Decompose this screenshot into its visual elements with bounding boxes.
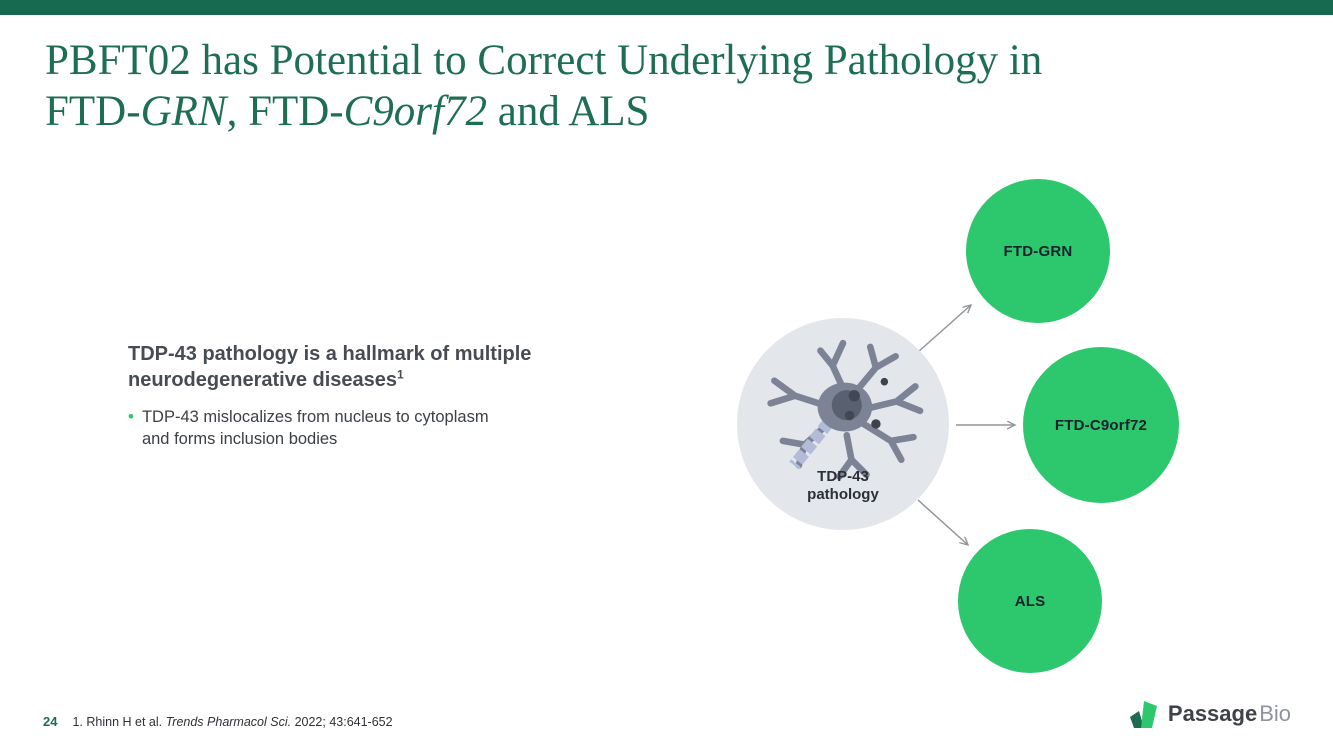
node-als: ALS bbox=[958, 529, 1102, 673]
node-als-label: ALS bbox=[1014, 592, 1046, 610]
slide-title: PBFT02 has Potential to Correct Underlyi… bbox=[45, 36, 1285, 137]
top-accent-bar bbox=[0, 0, 1333, 15]
bullet-item: • TDP-43 mislocalizes from nucleus to cy… bbox=[128, 406, 648, 451]
arrow-to-als bbox=[917, 499, 968, 545]
footnote: 1. Rhinn H et al. Trends Pharmacol Sci. … bbox=[72, 715, 393, 729]
logo-wordmark: PassageBio bbox=[1167, 701, 1291, 726]
node-ftd-c9orf72: FTD-C9orf72 bbox=[1023, 347, 1179, 503]
microglia-neuron-icon bbox=[767, 339, 924, 480]
tdp43-pathology-node: TDP-43 pathology bbox=[737, 318, 949, 530]
source-node-label: TDP-43 pathology bbox=[807, 468, 879, 503]
bullet-icon: • bbox=[128, 407, 134, 426]
section-heading: TDP-43 pathology is a hallmark of multip… bbox=[128, 343, 532, 391]
footnote-marker: 1 bbox=[397, 367, 404, 382]
node-ftd-grn: FTD-GRN bbox=[966, 179, 1110, 323]
bullet-text: TDP-43 mislocalizes from nucleus to cyto… bbox=[141, 408, 489, 449]
left-text-block: TDP-43 pathology is a hallmark of multip… bbox=[128, 341, 648, 451]
title-line-2: FTD-GRN, FTD-C9orf72 and ALS bbox=[45, 87, 650, 135]
passage-bio-logo: PassageBio bbox=[1129, 699, 1291, 729]
node-ftd-c9orf72-label: FTD-C9orf72 bbox=[1054, 416, 1148, 434]
node-ftd-grn-label: FTD-GRN bbox=[1003, 242, 1073, 260]
page-number: 24 bbox=[43, 714, 58, 729]
passage-bio-logo-icon bbox=[1129, 701, 1157, 728]
slide-footer: 24 1. Rhinn H et al. Trends Pharmacol Sc… bbox=[43, 714, 393, 729]
title-line-1: PBFT02 has Potential to Correct Underlyi… bbox=[45, 37, 1043, 84]
